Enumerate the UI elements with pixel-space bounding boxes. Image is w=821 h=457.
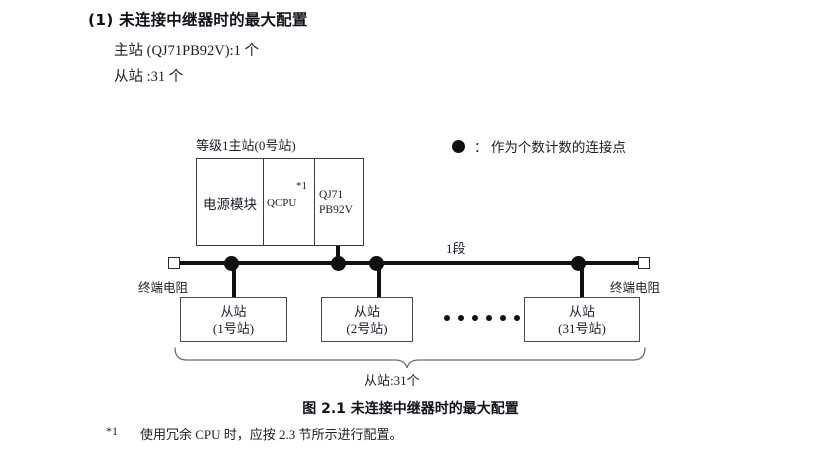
module-qcpu-label: QCPU (267, 197, 297, 209)
rack-divider-2 (314, 159, 315, 245)
module-qj71pb92v: QJ71 PB92V (314, 159, 365, 247)
terminator-left-label: 终端电阻 (138, 281, 189, 295)
bus-node-slave-31 (571, 256, 586, 271)
bus-node-slave-2 (369, 256, 384, 271)
filled-circle-icon (452, 139, 465, 153)
ellipsis-dot (500, 315, 506, 321)
slave-station-name: 从站 (568, 303, 595, 319)
ellipsis-dot (444, 315, 450, 321)
module-power-supply-label: 电源模块 (203, 197, 257, 212)
slave-count-label: 从站:31个 (364, 373, 420, 388)
bus-trunk-line (174, 261, 644, 265)
module-qj71pb92v-label-line1: QJ71 (319, 189, 344, 201)
slave-station-name: 从站 (220, 303, 247, 319)
slave-count-brace (174, 347, 646, 369)
ellipsis-dot (472, 315, 478, 321)
ellipsis-dot (486, 315, 492, 321)
legend-label: ： 作为个数计数的连接点 (474, 140, 626, 155)
slave-station-name: 从站 (353, 303, 380, 319)
slave-station-number: (31号站) (558, 320, 606, 336)
legend: ： 作为个数计数的连接点 (452, 136, 626, 156)
heading-block: (1) 未连接中继器时的最大配置 主站 (QJ71PB92V):1 个 从站 :… (88, 8, 728, 90)
drop-line-slave-1 (232, 263, 236, 299)
slave-station-number: (2号站) (346, 320, 388, 336)
page-title: (1) 未连接中继器时的最大配置 (88, 8, 728, 30)
segment-label: 1段 (446, 241, 466, 256)
module-power-supply: 电源模块 (197, 159, 263, 247)
section-number: (1) (88, 11, 114, 29)
slave-station-box: 从站 (31号站) (524, 297, 640, 342)
rack-divider-1 (263, 159, 264, 245)
footnote-marker-icon: *1 (296, 180, 307, 192)
terminator-left-icon (168, 257, 180, 269)
ellipsis-dots (444, 315, 520, 321)
bus-node-master (331, 256, 346, 271)
figure-caption: 图 2.1 未连接中继器时的最大配置 (302, 401, 519, 417)
module-qj71pb92v-label-line2: PB92V (319, 204, 353, 216)
slave-station-box: 从站 (2号站) (321, 297, 413, 342)
section-title: 未连接中继器时的最大配置 (119, 11, 308, 29)
ellipsis-dot (514, 315, 520, 321)
slave-station-box: 从站 (1号站) (180, 297, 287, 342)
drop-line-slave-31 (580, 263, 584, 299)
footnote: *1 使用冗余 CPU 时，应按 2.3 节所示进行配置。 (106, 424, 403, 443)
drop-line-slave-2 (377, 263, 381, 299)
spec-line-master: 主站 (QJ71PB92V):1 个 (114, 43, 260, 59)
slave-station-number: (1号站) (212, 320, 255, 336)
module-qcpu: QCPU *1 (263, 159, 314, 247)
drop-line-master (336, 246, 340, 264)
terminator-right-label: 终端电阻 (610, 281, 661, 295)
spec-line-slave: 从站 :31 个 (114, 69, 184, 85)
master-rack-caption: 等级1主站(0号站) (196, 138, 296, 153)
master-rack: 电源模块 QCPU *1 QJ71 PB92V (196, 158, 364, 246)
footnote-text: 使用冗余 CPU 时，应按 2.3 节所示进行配置。 (140, 427, 403, 442)
footnote-marker: *1 (106, 424, 118, 438)
terminator-right-icon (638, 257, 650, 269)
bus-node-slave-1 (224, 256, 239, 271)
ellipsis-dot (458, 315, 464, 321)
